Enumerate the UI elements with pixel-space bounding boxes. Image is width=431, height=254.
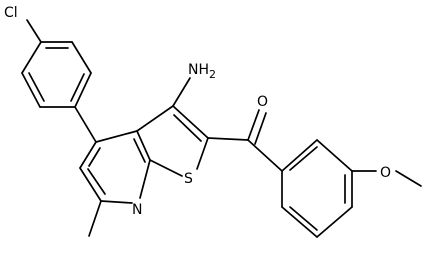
atom-amino-nitrogen: NH2 bbox=[188, 62, 216, 81]
bond-inner bbox=[70, 73, 85, 102]
bond bbox=[100, 200, 133, 204]
bond bbox=[247, 139, 283, 172]
bond-carbonyl bbox=[247, 109, 260, 141]
bond-inner bbox=[28, 72, 45, 102]
bond bbox=[71, 41, 92, 74]
bond bbox=[281, 206, 318, 238]
bond-inner bbox=[289, 146, 318, 171]
atom-carbonyl-oxygen: O bbox=[257, 94, 268, 110]
bond-inner bbox=[133, 138, 146, 163]
bond bbox=[74, 72, 92, 108]
bond bbox=[79, 141, 97, 169]
atom-pyridine-nitrogen: N bbox=[132, 202, 142, 218]
atom-chlorine: Cl bbox=[4, 5, 18, 21]
bond-methyl bbox=[88, 200, 102, 237]
bond bbox=[21, 41, 42, 74]
atom-labels: Cl NH2 O S N O bbox=[4, 5, 391, 218]
bond-methoxy-c bbox=[395, 170, 422, 187]
bond bbox=[136, 105, 174, 132]
bond bbox=[149, 159, 183, 177]
bond-cl-c bbox=[26, 19, 42, 43]
bond-layer bbox=[21, 19, 422, 238]
bond bbox=[139, 159, 151, 199]
bond-inner bbox=[289, 206, 318, 231]
bond-inner bbox=[173, 114, 202, 142]
bond bbox=[316, 206, 353, 238]
bond bbox=[281, 139, 318, 172]
bond bbox=[316, 139, 353, 172]
bond bbox=[136, 130, 151, 161]
bond-carbonyl-2 bbox=[254, 112, 267, 145]
atom-thiophene-sulfur: S bbox=[184, 171, 193, 187]
bond bbox=[207, 137, 249, 141]
bond bbox=[196, 137, 209, 170]
bond-amino bbox=[172, 77, 191, 107]
bond bbox=[79, 167, 102, 202]
bond-aryl-link bbox=[74, 106, 97, 143]
bond-inner bbox=[87, 168, 106, 195]
bond-inner bbox=[88, 147, 101, 167]
atom-methoxy-oxygen: O bbox=[380, 165, 391, 181]
bond bbox=[172, 105, 209, 139]
bond bbox=[21, 72, 41, 108]
bond bbox=[95, 130, 138, 143]
